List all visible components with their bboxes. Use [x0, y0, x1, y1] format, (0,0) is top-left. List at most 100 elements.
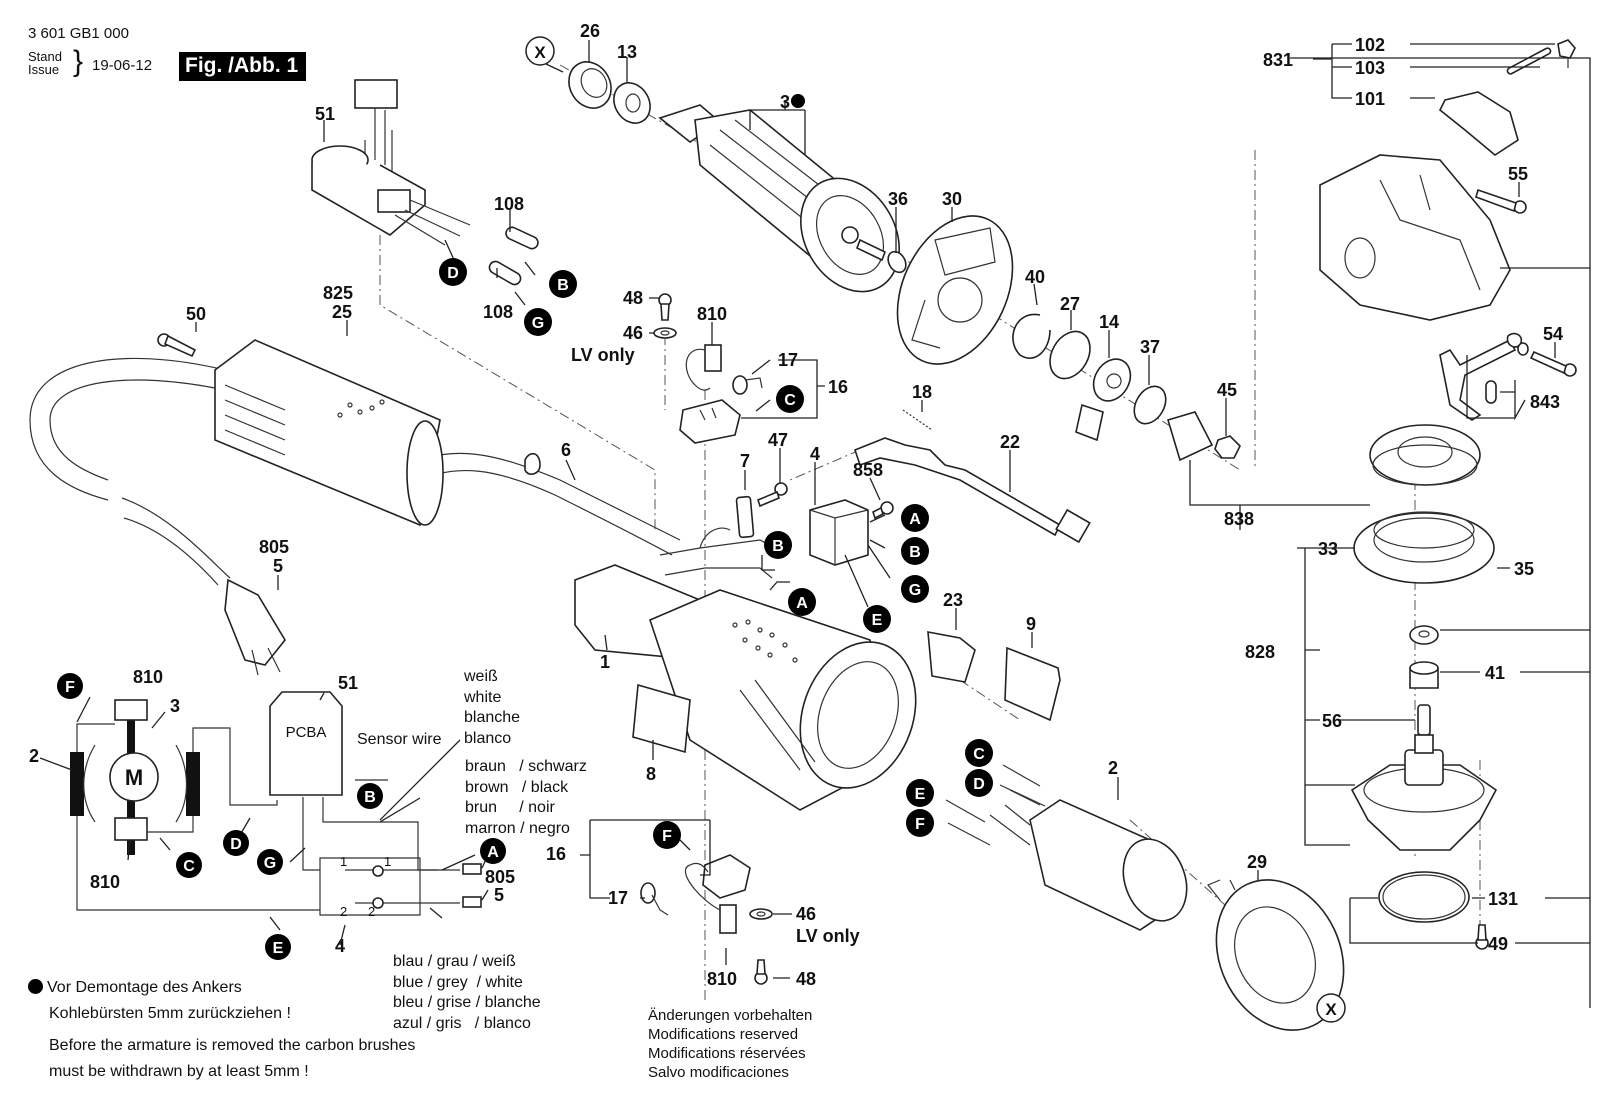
part-37-seal[interactable] — [1128, 381, 1172, 430]
part-9-label[interactable] — [1004, 646, 1061, 722]
part-108-insulation-sleeve[interactable] — [504, 225, 540, 250]
label-16[interactable]: 16 — [828, 377, 848, 397]
label-14[interactable]: 14 — [1099, 312, 1119, 332]
part-36-washer[interactable] — [885, 248, 910, 275]
part-30-fan-baffle[interactable] — [875, 197, 1035, 382]
part-16-brush-holder-2[interactable] — [702, 854, 751, 899]
part-1-motor-housing[interactable] — [574, 564, 935, 811]
label-30[interactable]: 30 — [942, 189, 962, 209]
connector-badge-a-switch[interactable]: A — [901, 504, 929, 532]
part-108-insulation-sleeve-2[interactable] — [487, 259, 522, 286]
label-46[interactable]: 46 — [623, 323, 643, 343]
label-843[interactable]: 843 — [1530, 392, 1560, 412]
part-2-field-coil[interactable] — [989, 789, 1198, 931]
label-23[interactable]: 23 — [943, 590, 963, 610]
label-37[interactable]: 37 — [1140, 337, 1160, 357]
label-56[interactable]: 56 — [1322, 711, 1342, 731]
label-4[interactable]: 4 — [810, 444, 820, 464]
label-16-2[interactable]: 16 — [546, 844, 566, 864]
connector-badge-a-mid[interactable]: A — [788, 588, 816, 616]
part-51-electronic-module[interactable] — [311, 79, 471, 246]
part-40-circlip[interactable] — [1012, 313, 1051, 359]
part-8-label[interactable] — [632, 683, 691, 754]
part-23-cover-plate[interactable] — [927, 631, 976, 683]
connector-badge-g-top[interactable]: G — [524, 308, 552, 336]
connector-badge-f-field[interactable]: F — [906, 809, 934, 837]
part-bevel-pinion[interactable] — [1167, 411, 1214, 462]
part-843-spindle-lock[interactable] — [1439, 332, 1529, 421]
connector-badge-d-top[interactable]: D — [439, 258, 467, 286]
label-9[interactable]: 9 — [1026, 614, 1036, 634]
part-6-cable-guide[interactable] — [524, 452, 541, 475]
label-102[interactable]: 102 — [1355, 35, 1385, 55]
label-29[interactable]: 29 — [1247, 852, 1267, 872]
part-45-nut[interactable] — [1214, 435, 1241, 459]
part-ball-bearing-small[interactable] — [1409, 625, 1439, 645]
part-810-carbon-brush-2[interactable] — [684, 862, 737, 934]
label-5[interactable]: 5 — [273, 556, 283, 576]
part-35-bearing-flange[interactable] — [1353, 511, 1495, 584]
label-3[interactable]: 3 — [780, 92, 790, 112]
part-4-switch[interactable] — [809, 499, 869, 566]
label-838[interactable]: 838 — [1224, 509, 1254, 529]
reference-x-top[interactable]: X — [525, 36, 555, 66]
label-48[interactable]: 48 — [623, 288, 643, 308]
label-26[interactable]: 26 — [580, 21, 600, 41]
label-7[interactable]: 7 — [740, 451, 750, 471]
label-49[interactable]: 49 — [1488, 934, 1508, 954]
connector-badge-e-field[interactable]: E — [906, 779, 934, 807]
label-858[interactable]: 858 — [853, 460, 883, 480]
part-838-bevel-gear[interactable] — [1369, 424, 1481, 486]
label-17[interactable]: 17 — [778, 350, 798, 370]
label-17-2[interactable]: 17 — [608, 888, 628, 908]
part-17-spring-2[interactable] — [640, 882, 669, 916]
reference-x-bottom[interactable]: X — [1316, 993, 1346, 1023]
connector-badge-e-switch[interactable]: E — [863, 605, 891, 633]
part-27-ring[interactable] — [1042, 324, 1098, 385]
label-131[interactable]: 131 — [1488, 889, 1518, 909]
part-47-screw[interactable] — [757, 482, 788, 508]
connector-badge-b-switch[interactable]: B — [901, 537, 929, 565]
part-18-spring[interactable] — [902, 409, 933, 431]
connector-badge-g-switch[interactable]: G — [901, 575, 929, 603]
part-7-contact[interactable] — [735, 495, 755, 539]
part-13-ball-bearing[interactable] — [607, 76, 657, 129]
part-17-spring[interactable] — [732, 375, 763, 395]
part-55-screw[interactable] — [1475, 188, 1527, 214]
label-13[interactable]: 13 — [617, 42, 637, 62]
label-36[interactable]: 36 — [888, 189, 908, 209]
connector-badge-b-top[interactable]: B — [549, 270, 577, 298]
part-131-o-ring[interactable] — [1378, 871, 1470, 923]
label-27[interactable]: 27 — [1060, 294, 1080, 314]
part-102-lock-button-spring[interactable] — [1557, 39, 1576, 68]
label-828[interactable]: 828 — [1245, 642, 1275, 662]
label-805[interactable]: 805 — [259, 537, 289, 557]
part-5-mains-plug[interactable] — [224, 578, 286, 676]
part-14-bearing[interactable] — [1086, 352, 1137, 407]
connector-badge-d-field[interactable]: D — [965, 769, 993, 797]
connector-badge-c-top[interactable]: C — [776, 385, 804, 413]
label-41[interactable]: 41 — [1485, 663, 1505, 683]
part-26-bearing-cap[interactable] — [561, 54, 620, 116]
label-55[interactable]: 55 — [1508, 164, 1528, 184]
label-8[interactable]: 8 — [646, 764, 656, 784]
part-25-handle-cover[interactable] — [214, 339, 444, 527]
label-831[interactable]: 831 — [1263, 50, 1293, 70]
part-50-screw[interactable] — [157, 333, 197, 358]
part-103-pin[interactable] — [1506, 47, 1552, 75]
part-46-washer[interactable] — [653, 327, 677, 339]
label-1[interactable]: 1 — [600, 652, 610, 672]
label-18[interactable]: 18 — [912, 382, 932, 402]
label-35[interactable]: 35 — [1514, 559, 1534, 579]
part-810-carbon-brush[interactable] — [685, 344, 722, 391]
part-54-screw[interactable] — [1529, 350, 1577, 377]
label-22[interactable]: 22 — [1000, 432, 1020, 452]
label-45[interactable]: 45 — [1217, 380, 1237, 400]
part-29-spindle-guard-ring[interactable] — [1193, 859, 1368, 1051]
connector-badge-c-field[interactable]: C — [965, 739, 993, 767]
label-54[interactable]: 54 — [1543, 324, 1563, 344]
part-48-screw-2[interactable] — [754, 959, 768, 985]
part-858-screw[interactable] — [872, 501, 894, 520]
label-40[interactable]: 40 — [1025, 267, 1045, 287]
part-22-switch-rod[interactable] — [854, 437, 1091, 544]
